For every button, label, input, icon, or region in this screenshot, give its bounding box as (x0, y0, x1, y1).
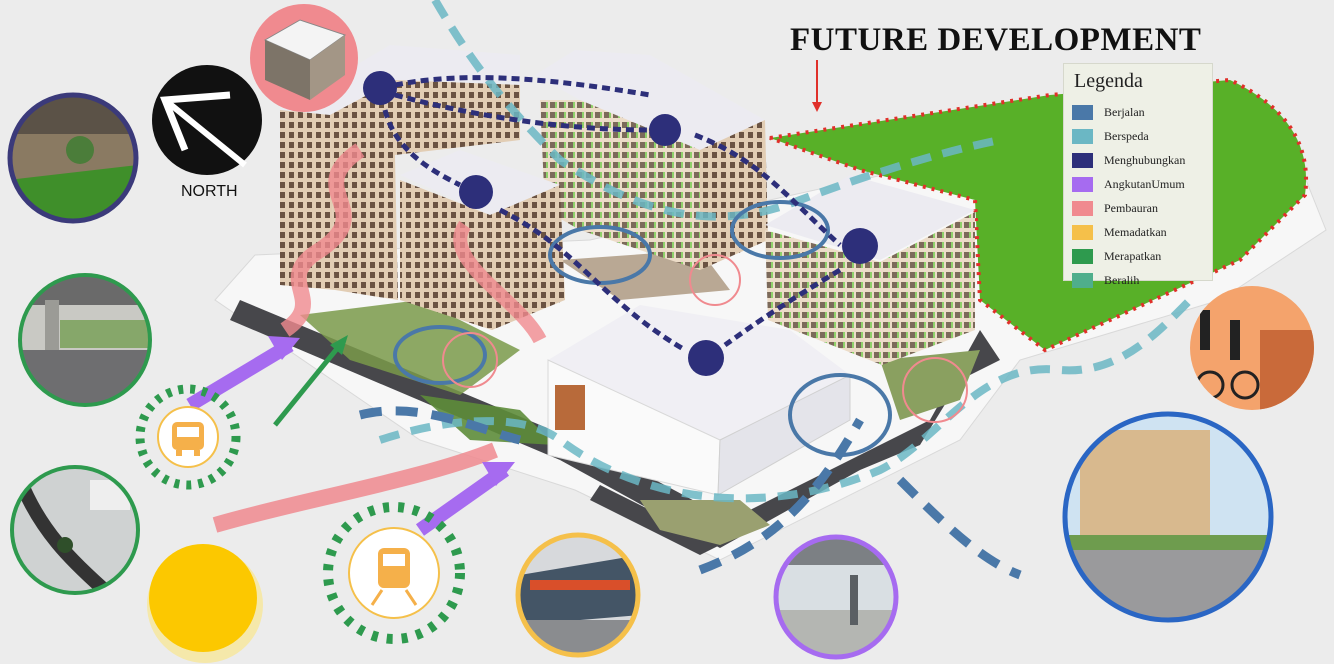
legend-item: Beralih (1072, 268, 1204, 292)
legend-label: Merapatkan (1104, 248, 1162, 263)
landscape-patch (300, 300, 520, 395)
node (363, 71, 397, 105)
pembauran-ring (689, 254, 741, 306)
pembauran-arrow (280, 143, 365, 337)
legend-swatch (1072, 152, 1093, 168)
pembauran-ring (442, 332, 498, 388)
bus-icon (135, 384, 241, 490)
pointer-head (812, 102, 822, 112)
road (560, 330, 1000, 548)
legend-title: Legenda (1074, 70, 1143, 92)
legend-item: Pembauran (1072, 196, 1204, 220)
angkutan-umum-arrowhead (482, 462, 515, 486)
photo-underpass (18, 273, 152, 407)
building-b-side (700, 120, 768, 270)
photo-cyclists (1190, 286, 1314, 410)
legend-label: Menghubungkan (1104, 152, 1186, 167)
parking-side (717, 374, 851, 496)
building-d-roof (765, 175, 975, 260)
train-icon (323, 502, 465, 644)
legend-swatch (1072, 272, 1093, 288)
legend-swatch (1072, 104, 1093, 120)
beralih-loop (788, 373, 892, 457)
photo-unit-plan (250, 4, 358, 112)
legend-item: AngkutanUmum (1072, 172, 1204, 196)
angkutan-umum-arrow (186, 338, 294, 412)
node (688, 340, 724, 376)
legend-label: AngkutanUmum (1104, 176, 1185, 191)
building-b-roof (535, 50, 765, 150)
merapatkan-arrow (273, 343, 342, 427)
parking-sign (555, 385, 585, 430)
legend-label: Memadatkan (1104, 224, 1167, 239)
angkutan-umum-arrow (415, 464, 510, 536)
beralih-loop (730, 200, 830, 260)
legend-label: Pembauran (1104, 200, 1158, 215)
legend-swatch (1072, 224, 1093, 240)
legend-swatch (1072, 248, 1093, 264)
building-d-side (880, 212, 975, 365)
building-c-front (400, 180, 492, 330)
legend-swatch (1072, 200, 1093, 216)
photo-indoor-garden (7, 92, 139, 224)
sun-icon (147, 544, 263, 663)
node (649, 114, 681, 146)
beralih-loop (393, 325, 487, 385)
legend-item: Berspeda (1072, 124, 1204, 148)
north-arrow-icon (152, 65, 262, 175)
building-d-front (765, 230, 882, 365)
photo-street-aerial (10, 465, 140, 595)
legend-item: Merapatkan (1072, 244, 1204, 268)
merapatkan-arrowhead (330, 335, 348, 355)
future-development-title: FUTURE DEVELOPMENT (790, 22, 1202, 58)
pembauran-ring (902, 357, 968, 423)
node (842, 228, 878, 264)
photo-station (515, 532, 641, 658)
legend-item: Berjalan (1072, 100, 1204, 124)
legend-label: Beralih (1104, 272, 1140, 287)
menghubungkan-links (382, 75, 842, 353)
legend-swatch (1072, 128, 1093, 144)
legend-item: Memadatkan (1072, 220, 1204, 244)
legend-label: Berjalan (1104, 104, 1145, 119)
photo-skybridge (773, 534, 899, 660)
landscape-patch (640, 500, 770, 545)
berspeda-path (431, 0, 1001, 221)
berjalan-path (358, 406, 1022, 580)
pembauran-arrow (212, 442, 498, 533)
legend-label: Berspeda (1104, 128, 1149, 143)
photo-streetscape (1062, 411, 1274, 623)
north-label: NORTH (181, 183, 238, 200)
building-a-side (330, 80, 520, 300)
node (459, 175, 493, 209)
angkutan-umum-arrowhead (268, 336, 300, 360)
legend-item: Menghubungkan (1072, 148, 1204, 172)
berspeda-path (378, 297, 1193, 503)
legend-swatch (1072, 176, 1093, 192)
pembauran-arrow (453, 220, 547, 344)
